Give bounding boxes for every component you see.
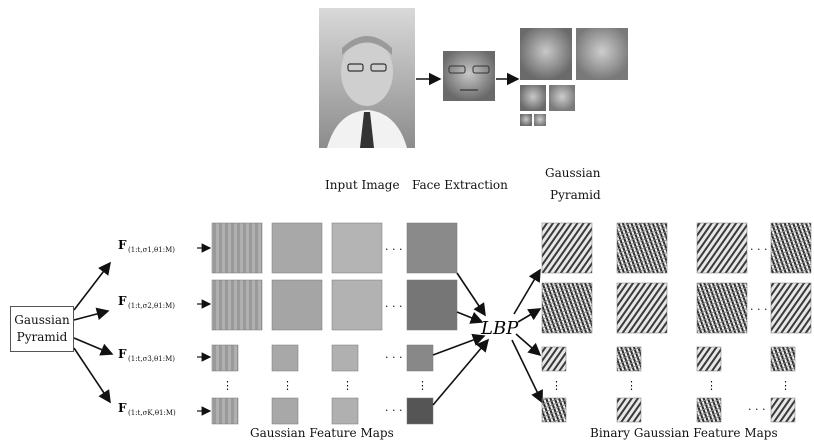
svg-text:F: F [118, 347, 127, 361]
filter-label-4: F (1:t,σK,θ1:M) [118, 401, 176, 417]
vertical-ellipsis: ⋮ [551, 379, 562, 392]
vertical-ellipsis: ⋮ [626, 379, 637, 392]
vertical-ellipsis: ⋮ [342, 379, 353, 392]
svg-text:(1:t,σ2,θ1:M): (1:t,σ2,θ1:M) [128, 302, 175, 310]
filter-label-1: F (1:t,σ1,θ1:M) [118, 238, 175, 254]
ellipsis: · · · [385, 404, 402, 417]
vertical-ellipsis: ⋮ [780, 379, 791, 392]
vertical-ellipsis: ⋮ [706, 379, 717, 392]
gaussian-pyramid-images [520, 28, 628, 126]
ellipsis: · · · [385, 243, 402, 256]
svg-text:(1:t,σ1,θ1:M): (1:t,σ1,θ1:M) [128, 246, 175, 254]
filter-label-2: F (1:t,σ2,θ1:M) [118, 294, 175, 310]
filter-label-3: F (1:t,σ3,θ1:M) [118, 347, 175, 363]
label-gaussian-pyramid-1: Gaussian [545, 166, 601, 180]
lbp-label: LBP [480, 318, 519, 339]
svg-text:F: F [118, 294, 127, 308]
ellipsis: · · · [748, 403, 765, 416]
svg-text:(1:t,σK,θ1:M): (1:t,σK,θ1:M) [128, 409, 176, 417]
svg-text:(1:t,σ3,θ1:M): (1:t,σ3,θ1:M) [128, 355, 175, 363]
caption-gaussian-feature-maps: Gaussian Feature Maps [250, 426, 394, 440]
ellipsis: · · · [750, 243, 767, 256]
ellipsis: · · · [750, 303, 767, 316]
svg-text:F: F [118, 238, 127, 252]
vertical-ellipsis: ⋮ [222, 379, 233, 392]
gaussian-feature-maps [211, 222, 458, 425]
gaussian-pyramid-box: Gaussian Pyramid [10, 306, 74, 352]
pyramid-box-line2: Pyramid [16, 330, 68, 344]
ellipsis: · · · [385, 300, 402, 313]
vertical-ellipsis: ⋮ [282, 379, 293, 392]
label-gaussian-pyramid-2: Pyramid [550, 188, 601, 202]
label-input-image: Input Image [325, 178, 400, 192]
label-face-extraction: Face Extraction [412, 178, 508, 192]
binary-gaussian-feature-maps [541, 222, 812, 423]
svg-text:F: F [118, 401, 127, 415]
vertical-ellipsis: ⋮ [417, 379, 428, 392]
caption-binary-gaussian-feature-maps: Binary Gaussian Feature Maps [590, 426, 778, 440]
pyramid-box-line1: Gaussian [14, 313, 70, 327]
ellipsis: · · · [385, 351, 402, 364]
extracted-face [443, 51, 495, 101]
input-portrait [319, 8, 415, 148]
